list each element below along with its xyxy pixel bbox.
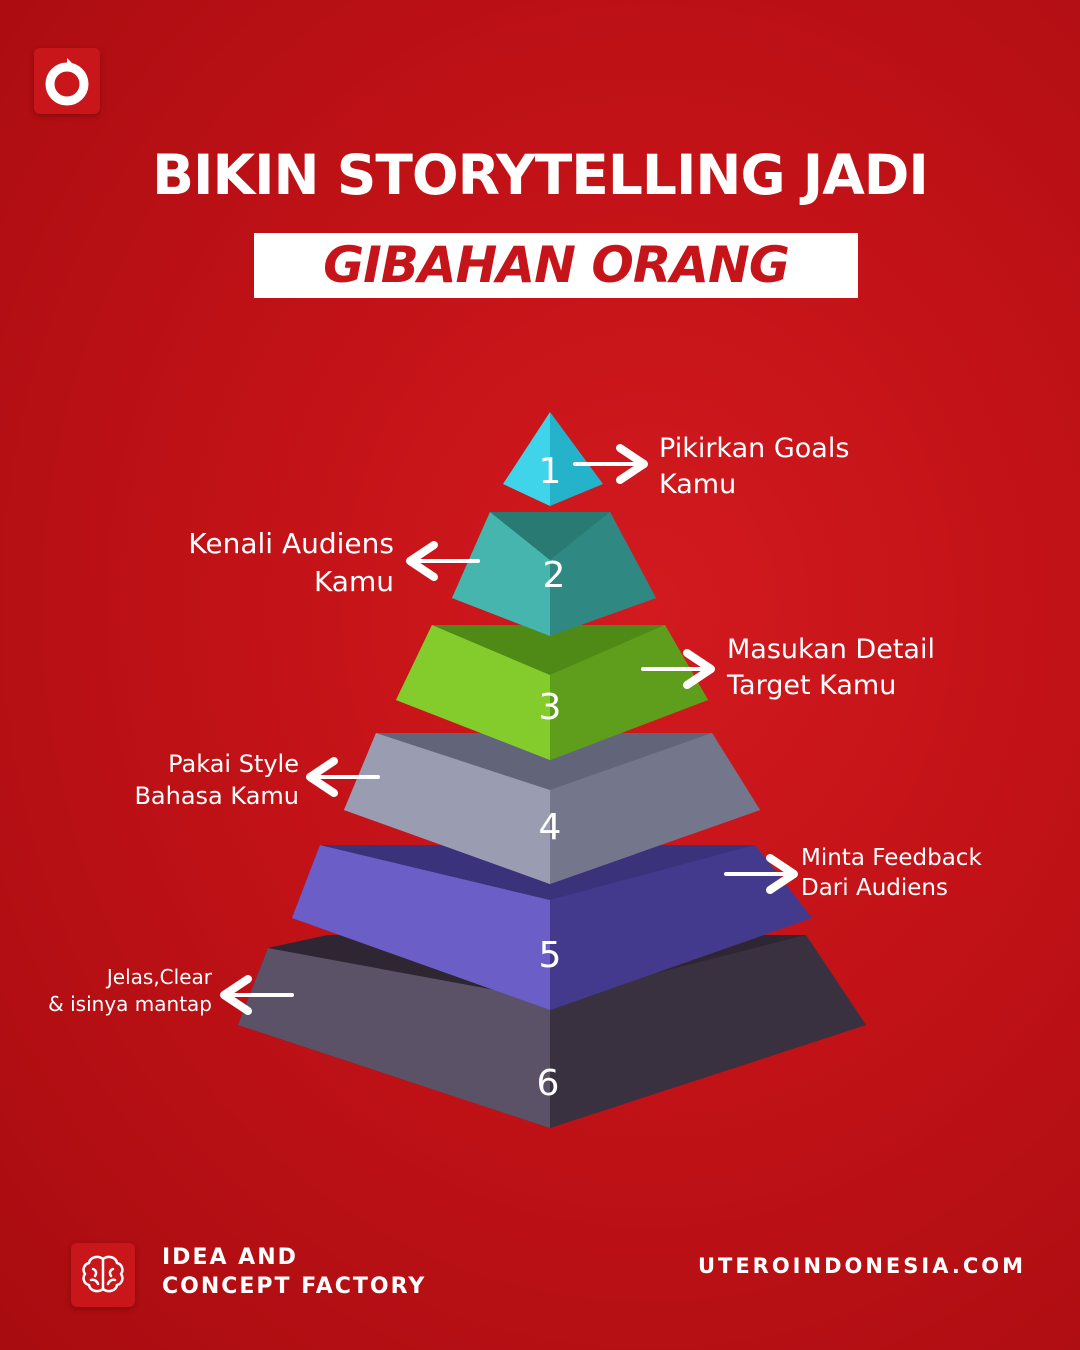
label-level-5-line1: Minta Feedback	[801, 845, 982, 871]
label-level-2: Kenali Audiens Kamu	[188, 525, 394, 601]
level-number-6: 6	[537, 1063, 560, 1104]
label-level-4-line1: Pakai Style	[168, 750, 299, 778]
utero-logo-icon	[45, 58, 89, 106]
pyramid-level-3	[396, 625, 708, 760]
label-level-3: Masukan Detail Target Kamu	[727, 632, 935, 705]
label-level-2-line2: Kamu	[313, 564, 394, 598]
level-number-2: 2	[543, 555, 566, 596]
brain-icon	[82, 1255, 124, 1293]
footer-brand-line2: CONCEPT FACTORY	[162, 1274, 427, 1299]
label-level-2-line1: Kenali Audiens	[188, 527, 394, 560]
level-number-5: 5	[539, 935, 562, 976]
label-level-6-line2: & isinya mantap	[48, 992, 212, 1016]
page-subtitle: GIBAHAN ORANG	[323, 236, 790, 294]
label-level-5-line2: Dari Audiens	[801, 875, 948, 901]
label-level-1-line2: Kamu	[659, 469, 737, 501]
label-level-6: Jelas,Clear & isinya mantap	[48, 964, 212, 1018]
pyramid-level-6	[238, 935, 866, 1128]
label-level-4: Pakai Style Bahasa Kamu	[134, 748, 299, 812]
level-number-1: 1	[539, 451, 562, 492]
page-title: BIKIN STORYTELLING JADI	[152, 143, 929, 207]
level-number-3: 3	[539, 687, 562, 728]
label-level-1: Pikirkan Goals Kamu	[659, 431, 849, 504]
pyramid-level-1	[503, 412, 603, 506]
pyramid-level-4	[344, 733, 760, 884]
pyramid-level-2	[452, 512, 656, 636]
utero-logo	[34, 48, 100, 114]
label-level-6-line1: Jelas,Clear	[106, 965, 212, 989]
footer-brand-line1: IDEA AND	[162, 1245, 298, 1270]
footer-brand: IDEA AND CONCEPT FACTORY	[162, 1243, 426, 1301]
level-number-4: 4	[539, 807, 562, 848]
footer-brand-icon	[71, 1243, 135, 1307]
label-level-3-line1: Masukan Detail	[727, 634, 935, 665]
footer-website[interactable]: UTEROINDONESIA.COM	[697, 1254, 1026, 1278]
label-level-5: Minta Feedback Dari Audiens	[801, 843, 982, 903]
label-level-1-line1: Pikirkan Goals	[659, 433, 850, 464]
label-level-3-line2: Target Kamu	[727, 670, 897, 702]
label-level-4-line2: Bahasa Kamu	[134, 782, 299, 810]
subtitle-box: GIBAHAN ORANG	[254, 233, 858, 298]
